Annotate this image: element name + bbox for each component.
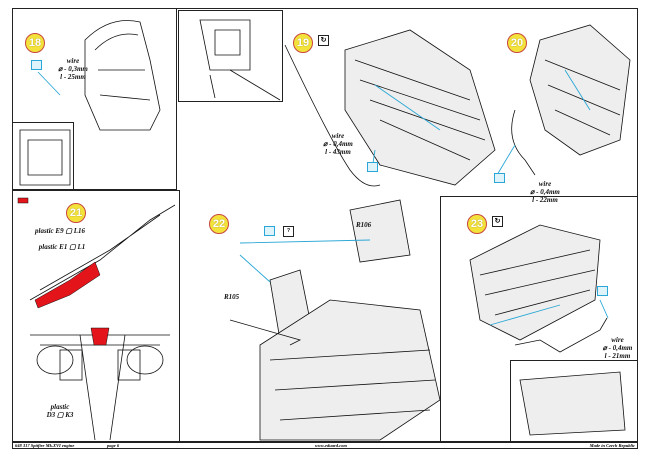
step-18-inset	[12, 122, 74, 190]
footer-page: page 6	[107, 443, 120, 448]
step-21-badge: 21	[66, 203, 86, 223]
red-part-d3	[90, 327, 110, 346]
wire-color-code-icon	[367, 162, 378, 172]
wire-color-code-icon	[264, 226, 275, 236]
step-23-wire-note: wire ⌀ - 0,4mm l - 21mm	[602, 336, 633, 360]
footer-bar: 648 317 Spitfire Mk.XVI engine page 6 ww…	[12, 442, 638, 449]
step-18-wire-note: wire ⌀ - 0,3mm l - 25mm	[58, 57, 88, 81]
footer-origin: Made in Czech Republic	[589, 443, 635, 448]
detail-inset-box	[178, 10, 283, 102]
rotate-model-icon: ↻	[492, 216, 503, 227]
label-r106: R106	[356, 221, 372, 229]
red-part-e9	[34, 261, 101, 309]
red-paint-swatch-icon	[17, 197, 29, 204]
wire-color-code-icon	[31, 60, 42, 70]
label-r105: R105	[224, 293, 240, 301]
step-21-part-c: plastic D3 ▢ K3	[46, 403, 74, 419]
step-19-badge: 19	[293, 33, 313, 53]
step-21-panel	[12, 190, 180, 442]
step-21-part-b: plastic E1 ▢ L1	[38, 243, 86, 251]
step-18-badge: 18	[25, 33, 45, 53]
step-20-badge: 20	[507, 33, 527, 53]
footer-website[interactable]: www.eduard.com	[315, 443, 347, 448]
step-23-badge: 23	[467, 214, 487, 234]
footer-product: 648 317 Spitfire Mk.XVI engine	[15, 443, 75, 448]
part-ref-icon: ?	[283, 226, 294, 237]
wire-color-code-icon	[494, 173, 505, 183]
step-19-wire-note: wire ⌀ - 0,4mm l - 43mm	[323, 132, 353, 156]
rotate-model-icon: ↻	[318, 35, 329, 46]
step-22-badge: 22	[209, 214, 229, 234]
wire-color-code-icon	[597, 286, 608, 296]
step-21-part-a: plastic E9 ▢ L16	[35, 227, 85, 235]
step-20-wire-note: wire ⌀ - 0,4mm l - 22mm	[530, 180, 560, 204]
